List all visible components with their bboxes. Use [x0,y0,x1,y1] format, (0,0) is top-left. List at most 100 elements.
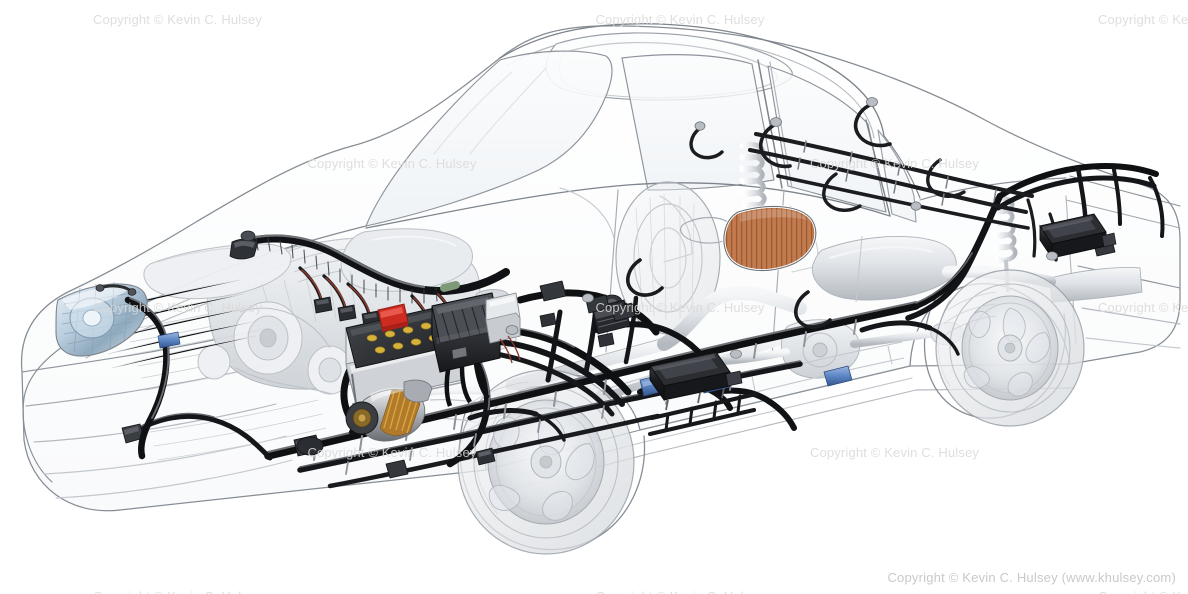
injector-connector-2 [337,304,357,322]
fusebox-latch [451,346,468,360]
rear-ecu-hl [1042,216,1093,231]
windshield-reflection-2 [469,67,547,155]
roofline [499,23,885,137]
fusebox-out-b [495,339,625,407]
beltline [365,182,891,229]
headlamp-bolt-b [127,288,137,296]
headlamp-bolt-a [95,284,105,292]
rear-ecu-top-panel [1047,219,1096,238]
ecu-top-panel [658,357,718,379]
rear-tire-tread [941,291,997,339]
pillar-hoop-e [689,126,724,160]
rear-fascia [1085,337,1181,349]
headlamp-feed [124,296,170,460]
wiring-harness [95,97,1165,489]
front-door-loop [626,258,664,297]
misc-sensors [475,251,1058,466]
battery-positive-terminal [377,303,409,332]
diff-ring [802,332,838,368]
headlamp-assembly [55,281,148,357]
starter-hl [370,387,410,402]
rear-wheel [935,269,1085,427]
sensor-connector-c [539,312,557,328]
starter-motor [345,379,433,442]
fog-lamp-branch-hl [135,412,215,430]
grommet-c [730,349,742,359]
pillar-hoop-b [853,102,892,148]
pillar-hoop-c [822,172,862,212]
sensor-connector-b [597,332,615,348]
ecu-feed-out [713,387,797,431]
conduit-end-boot [229,230,259,260]
wheels [457,269,1085,555]
inline-connector-blue-3 [823,365,853,387]
front-wheelwell-branch [467,408,539,421]
headlamp-connector-blue [157,331,181,349]
rear-ecu-connector [1101,232,1117,248]
heating-element [722,204,818,273]
ecu-front [663,371,731,401]
muffler-hl [829,246,933,259]
fusebox-face-hl [436,325,497,344]
fusebox-out-c [493,351,615,417]
fusebox-out-a [494,326,632,396]
floor-rail-rungs [664,394,742,432]
plenum-hl [371,235,457,247]
engine-conduit [234,234,510,296]
headlamp-lens-hl [62,286,130,310]
pillar-hoop-a [759,122,792,169]
tailpipe [1049,267,1143,303]
rear-lamp-feed [1148,176,1165,238]
rear-door-loop [794,290,832,329]
engine-conduit-hl [238,234,426,289]
front-wheel [457,369,635,555]
rear-trunk-run-2 [995,175,1157,211]
seat-front [659,195,693,263]
fog-lamp-branch [131,413,273,461]
rear-wheel-spokes [963,307,1050,397]
conduit-tape-green [440,281,460,292]
injector-connector-1 [313,296,333,314]
roof-rail-a [754,132,1034,198]
credit-line: Copyright © Kevin C. Hulsey (www.khulsey… [887,570,1176,585]
underfloor-ecu-module [649,351,743,411]
roof-rail-b [748,148,1028,214]
roof-harness-clips [797,140,997,206]
pillar-hoop-d [926,158,966,198]
starter-solenoid [403,379,433,403]
headlamp-bulb [82,309,102,327]
front-bumper-lower [33,403,277,443]
mid-drop-c [623,295,639,365]
pillar-drop-f [1026,198,1037,258]
heater-hl [740,209,808,222]
floor-rail-b [647,407,757,437]
inline-connector-gray-1 [539,280,567,302]
ecu-hl [652,354,716,371]
front-lower-lip [55,459,293,499]
windshield [365,50,613,227]
heater-outline [723,205,817,272]
rear-deck [1065,199,1181,229]
rear-climb-hl [915,252,973,304]
abs-sensor-lead [928,326,960,356]
inline-connector-gray-3 [611,302,636,322]
grommet-a [505,325,519,335]
rear-climb-b [905,207,997,321]
accessory-drive [197,301,353,395]
fusebox-cable-exits [444,363,490,407]
rear-ecu-module [1039,213,1117,260]
dashboard [559,187,615,239]
rear-bumper-lower [1081,307,1181,325]
ecu-connector [725,370,743,387]
fusebox-top-hl [436,297,490,314]
battery-holddown [351,373,357,405]
rear-trunk-drop-b [1112,168,1122,226]
quarter-glass [877,129,917,223]
rear-wheelwell-branch [859,320,933,333]
grommet-b [582,293,594,303]
grommet-d [1046,251,1058,261]
exhaust-over-axle [657,286,807,351]
rear-door-glass [767,65,887,213]
starter-shaft [357,413,367,423]
